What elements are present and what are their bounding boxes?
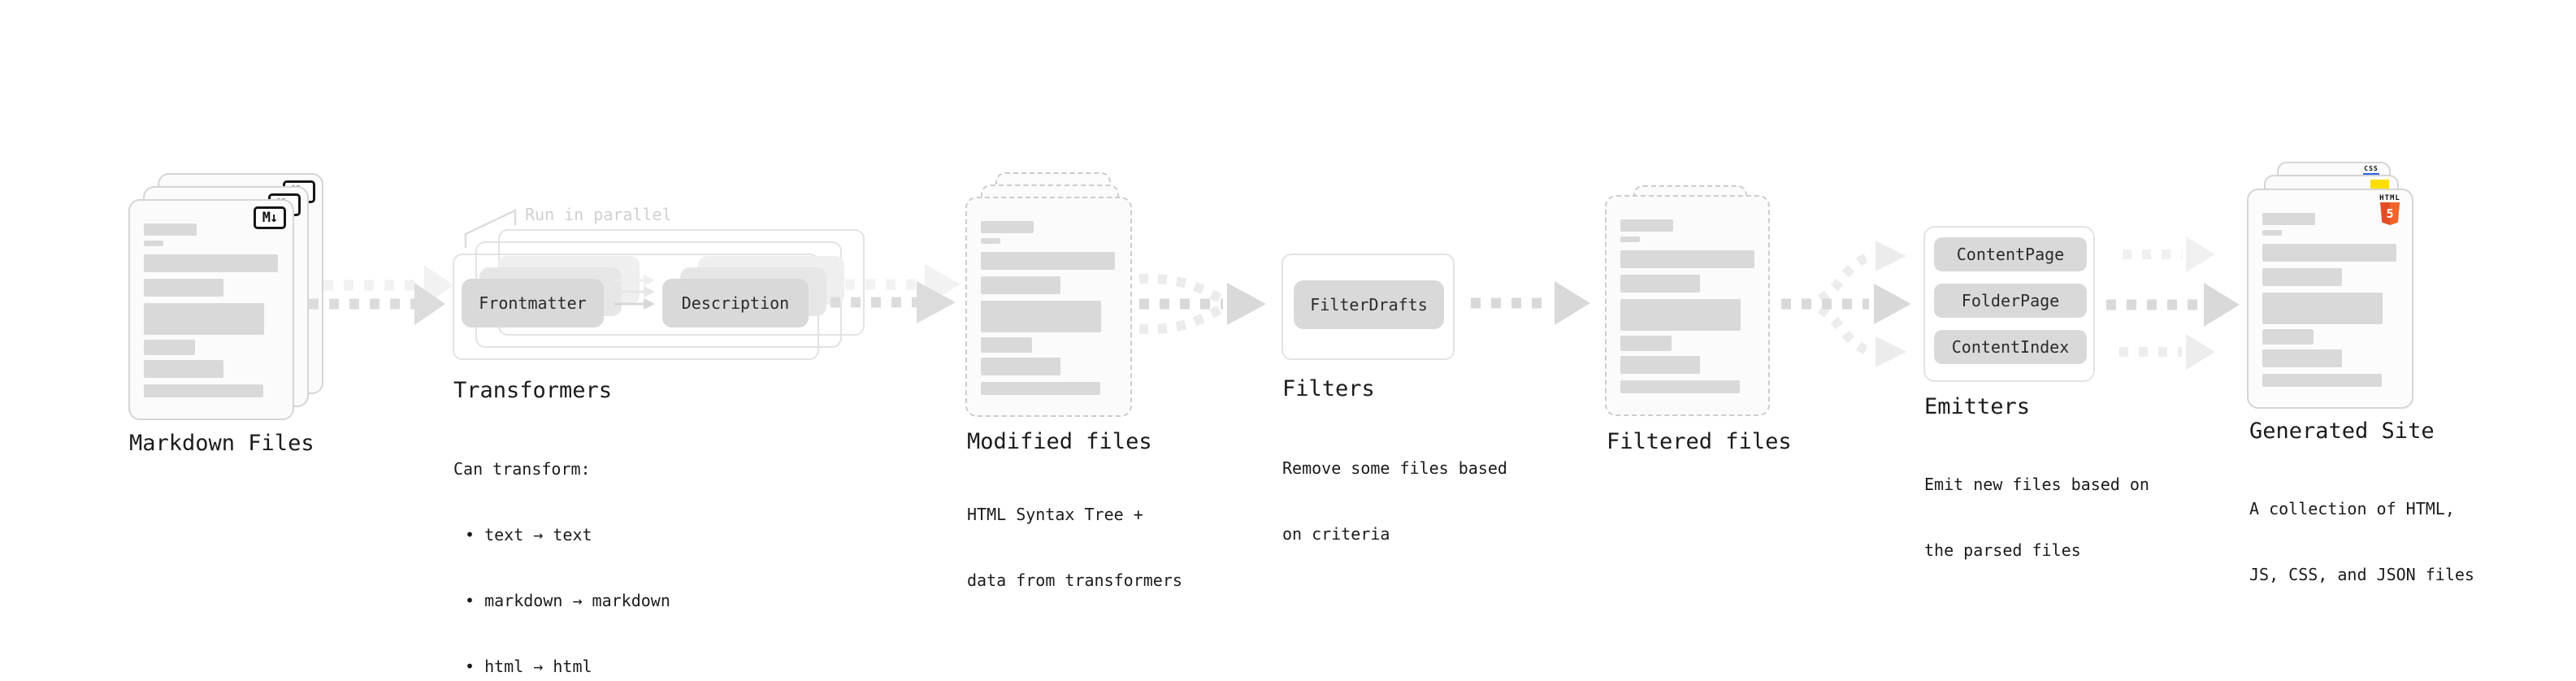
css-icon-label: CSS — [2364, 165, 2379, 172]
placeholder-bar — [981, 221, 1034, 233]
stage-title-emitters: Emitters — [1924, 394, 2031, 419]
placeholder-bar — [144, 241, 163, 246]
placeholder-bar — [981, 238, 1000, 244]
contentindex-pill: ContentIndex — [1934, 330, 2087, 364]
placeholder-bar — [1620, 250, 1754, 268]
caption-line: data from transformers — [967, 570, 1182, 590]
arrow-modified-to-filters-merge — [1138, 273, 1266, 335]
arrow-emitters-to-generated — [2106, 236, 2240, 370]
placeholder-bar — [1620, 356, 1700, 374]
caption-line: JS, CSS, and JSON files — [2249, 565, 2474, 584]
caption-line: HTML Syntax Tree + — [967, 505, 1143, 524]
filtered-file-card-front — [1605, 195, 1770, 416]
placeholder-bar — [2262, 268, 2342, 286]
placeholder-bar — [981, 276, 1060, 294]
placeholder-bar — [981, 382, 1100, 395]
frontmatter-pill: Frontmatter — [462, 279, 604, 327]
emitters-caption: Emit new files based on the parsed files — [1924, 430, 2149, 605]
placeholder-bar — [2262, 349, 2342, 367]
markdown-icon: M↓ — [254, 206, 286, 229]
placeholder-bar — [2262, 213, 2315, 225]
filterdrafts-pill: FilterDrafts — [1294, 280, 1444, 329]
transformers-caption: Can transform: • text → text • markdown … — [453, 414, 670, 681]
folderpage-pill: FolderPage — [1934, 284, 2087, 318]
js-icon — [2370, 180, 2389, 190]
placeholder-bar — [2262, 329, 2314, 345]
stage-title-filters: Filters — [1282, 376, 1375, 401]
contentpage-pill: ContentPage — [1934, 237, 2087, 271]
html5-icon-label: HTML — [2379, 194, 2400, 202]
html5-icon: HTML 5 — [2376, 194, 2404, 225]
arrow-markdown-to-transformers — [309, 265, 453, 325]
placeholder-bar — [144, 303, 264, 335]
stage-title-modified-files: Modified files — [967, 429, 1152, 454]
caption-line: • html → html — [465, 657, 592, 676]
caption-line: Remove some files based — [1282, 458, 1507, 478]
placeholder-bar — [2262, 230, 2282, 236]
markdown-file-card-front: M↓ — [128, 199, 294, 420]
caption-line: • markdown → markdown — [465, 591, 670, 610]
document-content-placeholder — [1620, 219, 1754, 393]
modified-files-caption: HTML Syntax Tree + data from transformer… — [967, 460, 1182, 635]
filters-caption: Remove some files based on criteria — [1282, 414, 1507, 589]
placeholder-bar — [2262, 244, 2396, 262]
caption-line: A collection of HTML, — [2249, 499, 2455, 518]
placeholder-bar — [1620, 275, 1700, 293]
placeholder-bar — [981, 337, 1032, 353]
placeholder-bar — [144, 384, 263, 397]
placeholder-bar — [2262, 293, 2383, 324]
stage-title-markdown-files: Markdown Files — [129, 431, 314, 456]
document-content-placeholder — [144, 223, 278, 397]
placeholder-bar — [1620, 336, 1672, 351]
placeholder-bar — [981, 358, 1060, 375]
emitters-box — [1923, 226, 2095, 382]
placeholder-bar — [144, 340, 195, 355]
placeholder-bar — [981, 252, 1115, 270]
placeholder-bar — [144, 279, 223, 297]
html5-shield: 5 — [2380, 202, 2400, 225]
modified-file-card-front — [965, 197, 1132, 417]
generated-file-card-front: HTML 5 — [2247, 189, 2413, 409]
caption-line: Can transform: — [453, 459, 591, 479]
document-content-placeholder — [2262, 213, 2396, 387]
arrow-filtered-to-emitters-fanout — [1781, 241, 1911, 367]
caption-line: • text → text — [465, 525, 592, 544]
caption-line: Emit new files based on — [1924, 475, 2149, 494]
placeholder-bar — [2262, 374, 2382, 387]
stage-title-transformers: Transformers — [453, 378, 613, 403]
caption-line: on criteria — [1282, 524, 1390, 544]
description-pill: Description — [662, 279, 809, 327]
placeholder-bar — [1620, 236, 1640, 242]
placeholder-bar — [144, 223, 197, 236]
stage-title-generated-site: Generated Site — [2249, 419, 2435, 444]
generated-site-caption: A collection of HTML, JS, CSS, and JSON … — [2249, 454, 2474, 630]
placeholder-bar — [144, 254, 278, 272]
placeholder-bar — [144, 360, 223, 378]
placeholder-bar — [981, 301, 1101, 332]
filters-box — [1281, 254, 1455, 360]
stage-title-filtered-files: Filtered files — [1607, 429, 1792, 454]
run-in-parallel-note: Run in parallel — [525, 205, 672, 224]
arrow-filters-to-filtered — [1471, 281, 1590, 325]
placeholder-bar — [1620, 219, 1673, 232]
svg-text:5: 5 — [2386, 206, 2393, 221]
document-content-placeholder — [981, 221, 1115, 395]
placeholder-bar — [1620, 299, 1741, 331]
caption-line: the parsed files — [1924, 540, 2081, 560]
placeholder-bar — [1620, 380, 1740, 393]
